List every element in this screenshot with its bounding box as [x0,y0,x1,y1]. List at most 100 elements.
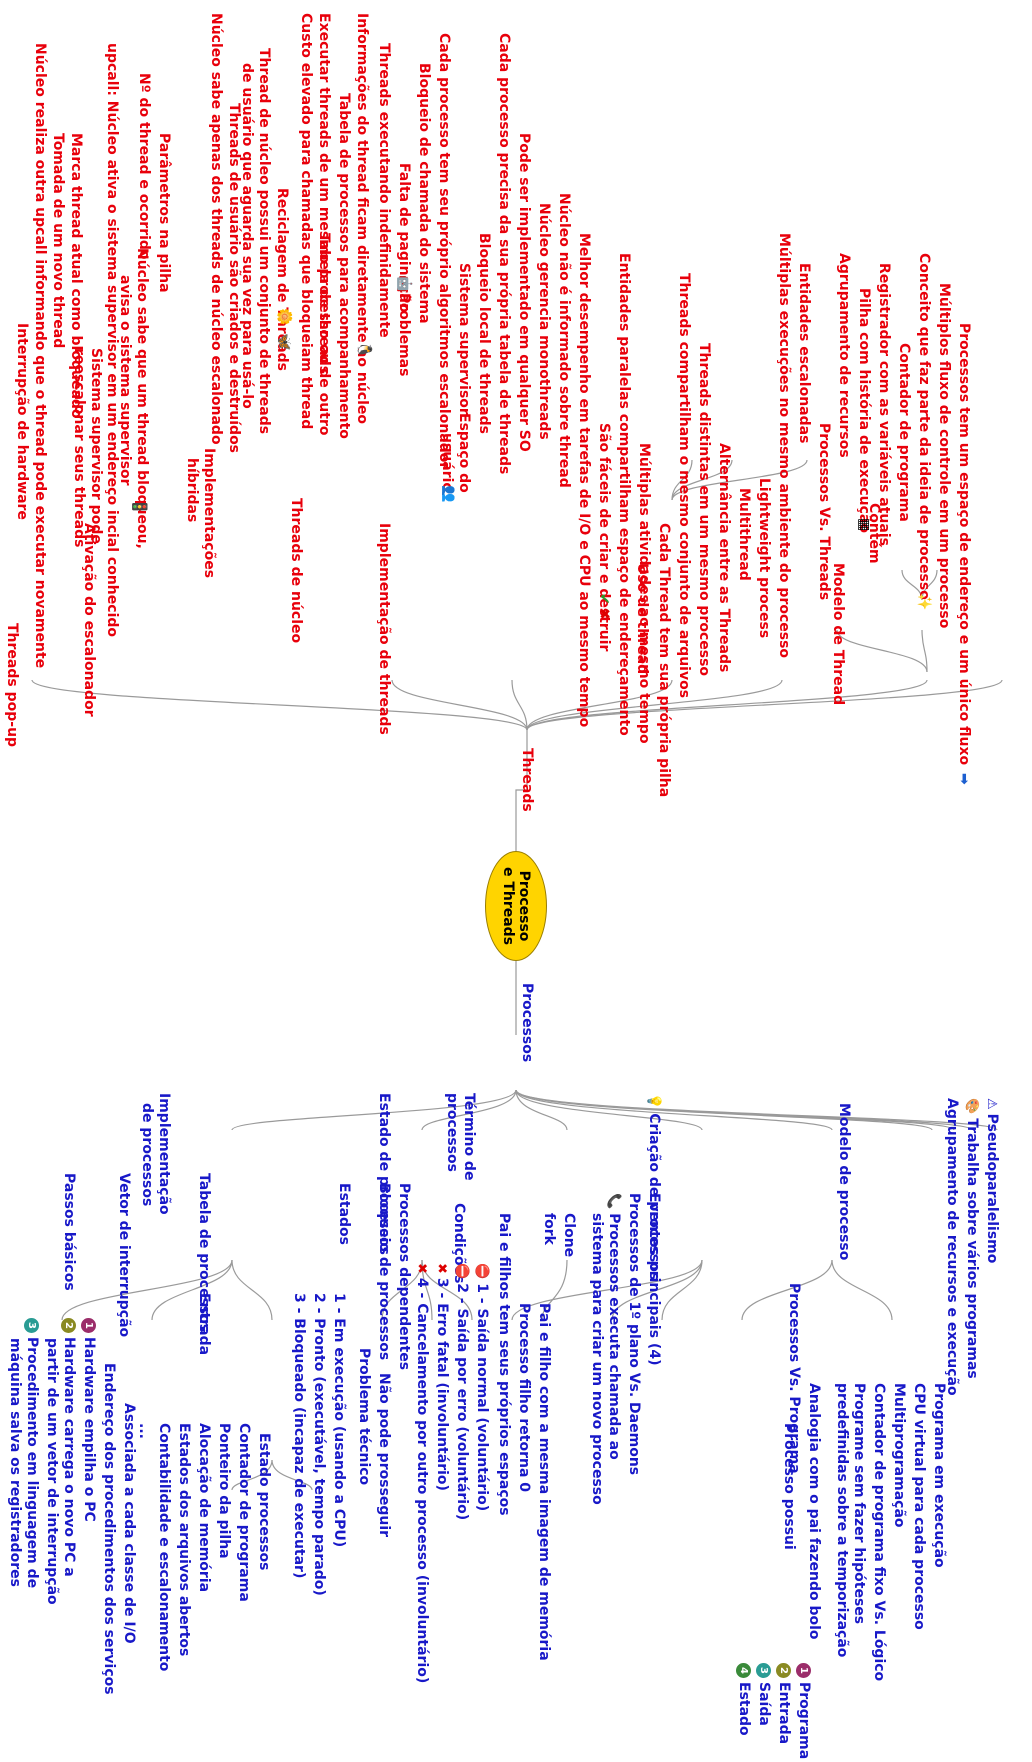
cada-thread-pilha[interactable]: Cada Thread tem sua própria pilha [656,523,672,798]
lightweight[interactable]: Lightweight process [756,478,772,639]
processos-dependentes[interactable]: Processos dependentes [396,1183,412,1371]
pseudoparalelismo[interactable]: ⚠Pseudoparalelismo [983,1095,1000,1266]
agrupamento-execucao[interactable]: Agrupamento de recursos e execução [944,1098,960,1396]
registrador[interactable]: Registrador com as variáveis atuais [876,263,892,546]
nucleo-nao-informado[interactable]: Núcleo não é informado sobre thread [556,193,572,488]
sistema-supervisor-pode-1[interactable]: Sistema supervisor pode [88,348,104,544]
condicao-1[interactable]: ⛔1 - Saída normal (voluntário) [473,1260,490,1514]
passo-3[interactable]: 3Procedimento em linguagem de [23,1315,40,1591]
condicao-4[interactable]: ✖4 - Cancelamento por outro processo (in… [413,1260,430,1686]
bloqueio-chamada[interactable]: Bloqueio de chamada do sistema [416,63,432,324]
primeiro-plano[interactable]: Processos de 1º plano Vs. Daemons [626,1193,642,1476]
contador-fixo[interactable]: Contador de programa fixo Vs. Lógico [871,1383,887,1682]
estado-proc[interactable]: Estado processos [256,1433,272,1571]
condicao-3[interactable]: ✖3 - Erro fatal (involuntário) [433,1260,450,1494]
threads-compartilham[interactable]: Threads compartilham o mesmo conjunto de… [676,273,692,699]
nucleo-outra-upcall[interactable]: Núcleo realiza outra upcall informando q… [32,43,48,669]
endereco-procedimentos[interactable]: Endereço dos procedimentos dos serviços [101,1363,117,1695]
threads-distintas[interactable]: Threads distintas em um mesmo processo [696,343,712,677]
modelo-processo[interactable]: Modelo de processo [836,1103,852,1261]
threads-node[interactable]: Threads [519,748,535,812]
threads-nucleo[interactable]: Threads de núcleo [288,498,304,644]
passos-basicos[interactable]: Passos básicos [61,1173,77,1291]
fork[interactable]: fork [541,1213,557,1245]
condicao-2[interactable]: ⛔2 - Saída por erro (voluntário) [453,1260,470,1523]
estado-1[interactable]: 1 - Em execução (usando a CPU) [331,1293,347,1548]
interrupcao-hardware[interactable]: Interrupção de hardware [14,323,30,520]
nao-prosseguir[interactable]: Não pode prosseguir [376,1373,392,1538]
processos-tem-espaco[interactable]: Processos tem um espaço de endereço e um… [956,323,972,766]
pai-filhos-espacos[interactable]: Pai e filhos tem seus próprios espaços [496,1213,512,1516]
processos-node[interactable]: Processos [519,983,535,1063]
estado-2[interactable]: 2 - Pronto (executável, tempo parado) [311,1293,327,1596]
bloqueio-processos[interactable]: Bloqueio de processos [376,1183,392,1361]
clone[interactable]: Clone [561,1213,577,1258]
possui-estado[interactable]: 4Estado [735,1660,752,1739]
n-thread-ocorrido[interactable]: Nº do thread e ocorrido [136,73,152,260]
threads-pop-up[interactable]: Threads pop-up [4,623,20,748]
contabilidade[interactable]: Contabilidade e escalonamento [156,1423,172,1672]
entidades-paralelas[interactable]: Entidades paralelas compartilham espaço … [616,253,632,736]
informacoes-thread[interactable]: Informações do thread ficam diretamente … [354,13,370,425]
possui-entrada[interactable]: 2Entrada [775,1660,792,1747]
entrada[interactable]: Entrada [196,1293,212,1356]
implementacao-threads[interactable]: Implementação de threads [376,523,392,735]
melhor-desempenho[interactable]: Melhor desempenho em tarefas de I/O e CP… [576,233,592,728]
tabela-processos-acomp[interactable]: Tabela de processos para acompanhamento [336,93,352,439]
contador-prog-r[interactable]: Contador de programa [236,1423,252,1602]
bloqueio-local[interactable]: Bloqueio local de threads [476,233,492,434]
estado-3[interactable]: 3 - Bloqueado (incapaz de executar) [291,1293,307,1579]
processos-vs-threads[interactable]: Processos Vs. Threads [816,423,832,601]
passo-1[interactable]: 1Hardware empilha o PC [80,1315,97,1525]
possui-saida[interactable]: 3Saída [755,1660,772,1729]
arquivos-abertos[interactable]: Estados dos arquivos abertos [176,1423,192,1657]
executa-chamada[interactable]: 📞Processos executa chamada ao [605,1190,622,1463]
entidades-escalonadas[interactable]: Entidades escalonadas [796,263,812,444]
conceito-processo[interactable]: Conceito que faz parte da ideia de proce… [916,253,932,600]
programe-1[interactable]: Programe sem fazer hipóteses [851,1383,867,1625]
termino-processos-1[interactable]: Término de [461,1093,477,1181]
multiplas-execucoes[interactable]: Múltiplas execuções no mesmo ambiente do… [776,233,792,659]
cpu-virtual[interactable]: CPU virtual para cada processo [911,1383,927,1630]
alternancia[interactable]: Alternância entre as Threads [716,443,732,673]
problema-tecnico[interactable]: Problema técnico [356,1348,372,1486]
threads-executando[interactable]: Threads executando indefinidamente [376,43,392,338]
filho-retorna[interactable]: Processo filho retorna 0 [516,1303,532,1493]
vetor-interrupcao[interactable]: Vetor de interrupção [116,1173,132,1338]
multiplas-atividades[interactable]: Múltiplas atividades ao mesmo tempo [636,443,652,744]
multithread[interactable]: Multithread [736,488,752,581]
root-line2: e Threads [500,866,516,946]
ellipsis[interactable]: ... [136,1423,152,1439]
multiplos-fluxo[interactable]: Múltiplos fluxo de controle em um proces… [936,283,952,629]
tabela-threads[interactable]: Tabela de threads [316,233,332,375]
estados[interactable]: Estados [336,1183,352,1246]
pilha-historia[interactable]: Pilha com história de execução [856,288,872,533]
pode-ser-implementado[interactable]: Pode ser implementado em qualquer SO [516,133,532,452]
contador-programa-l[interactable]: Contador de programa [896,343,912,522]
ponteiro-pilha[interactable]: Ponteiro da pilha [216,1423,232,1559]
multiprogramacao[interactable]: Multiprogramação [891,1383,907,1528]
processo-possui[interactable]: Processo possui [781,1423,797,1550]
pai-filho-mesma[interactable]: Pai e filho com a mesma imagem de memóri… [536,1303,552,1661]
espaco-usuario-1[interactable]: Espaço do [456,413,472,493]
associada-io[interactable]: Associada a cada classe de I/O [121,1403,137,1644]
agrupamento-recursos-l[interactable]: Agrupamento de recursos [836,253,852,458]
programa-execucao[interactable]: Programa em execução [931,1383,947,1568]
alocacao-memoria[interactable]: Alocação de memória [196,1423,212,1593]
trabalha-programas[interactable]: 🎨Trabalha sobre vários programas [963,1095,980,1382]
parametros-pilha[interactable]: Parâmetros na pilha [156,133,172,293]
passo-2[interactable]: 2Hardware carrega o novo PC a [60,1315,77,1580]
sistema-supervisor[interactable]: Sistema supervisor [456,263,472,415]
thread-nucleo-possui-1[interactable]: Thread de núcleo possui um conjunto de t… [256,48,272,435]
cada-processo-algoritmo[interactable]: Cada processo tem seu próprio algoritmos… [436,33,452,470]
implementacoes-hibridas-1[interactable]: Implementações [201,448,217,579]
eventos-principais[interactable]: Eventos principais (4) [646,1193,662,1366]
custo-elevado[interactable]: Custo elevado para chamadas que bloqueia… [298,13,314,430]
tomada-novo-thread[interactable]: Tomada de um novo thread [50,133,66,349]
cada-processo-tabela[interactable]: Cada processo precisa da sua própria tab… [496,33,512,475]
nucleo-sabe-apenas[interactable]: Núcleo sabe apenas dos threads de núcleo… [208,13,224,445]
implementacao-processos-1[interactable]: Implementação [156,1093,172,1215]
nucleo-gerencia[interactable]: Núcleo gerencia monothreads [536,203,552,440]
analogia[interactable]: Analogia com o pai fazendo bolo [806,1383,822,1640]
